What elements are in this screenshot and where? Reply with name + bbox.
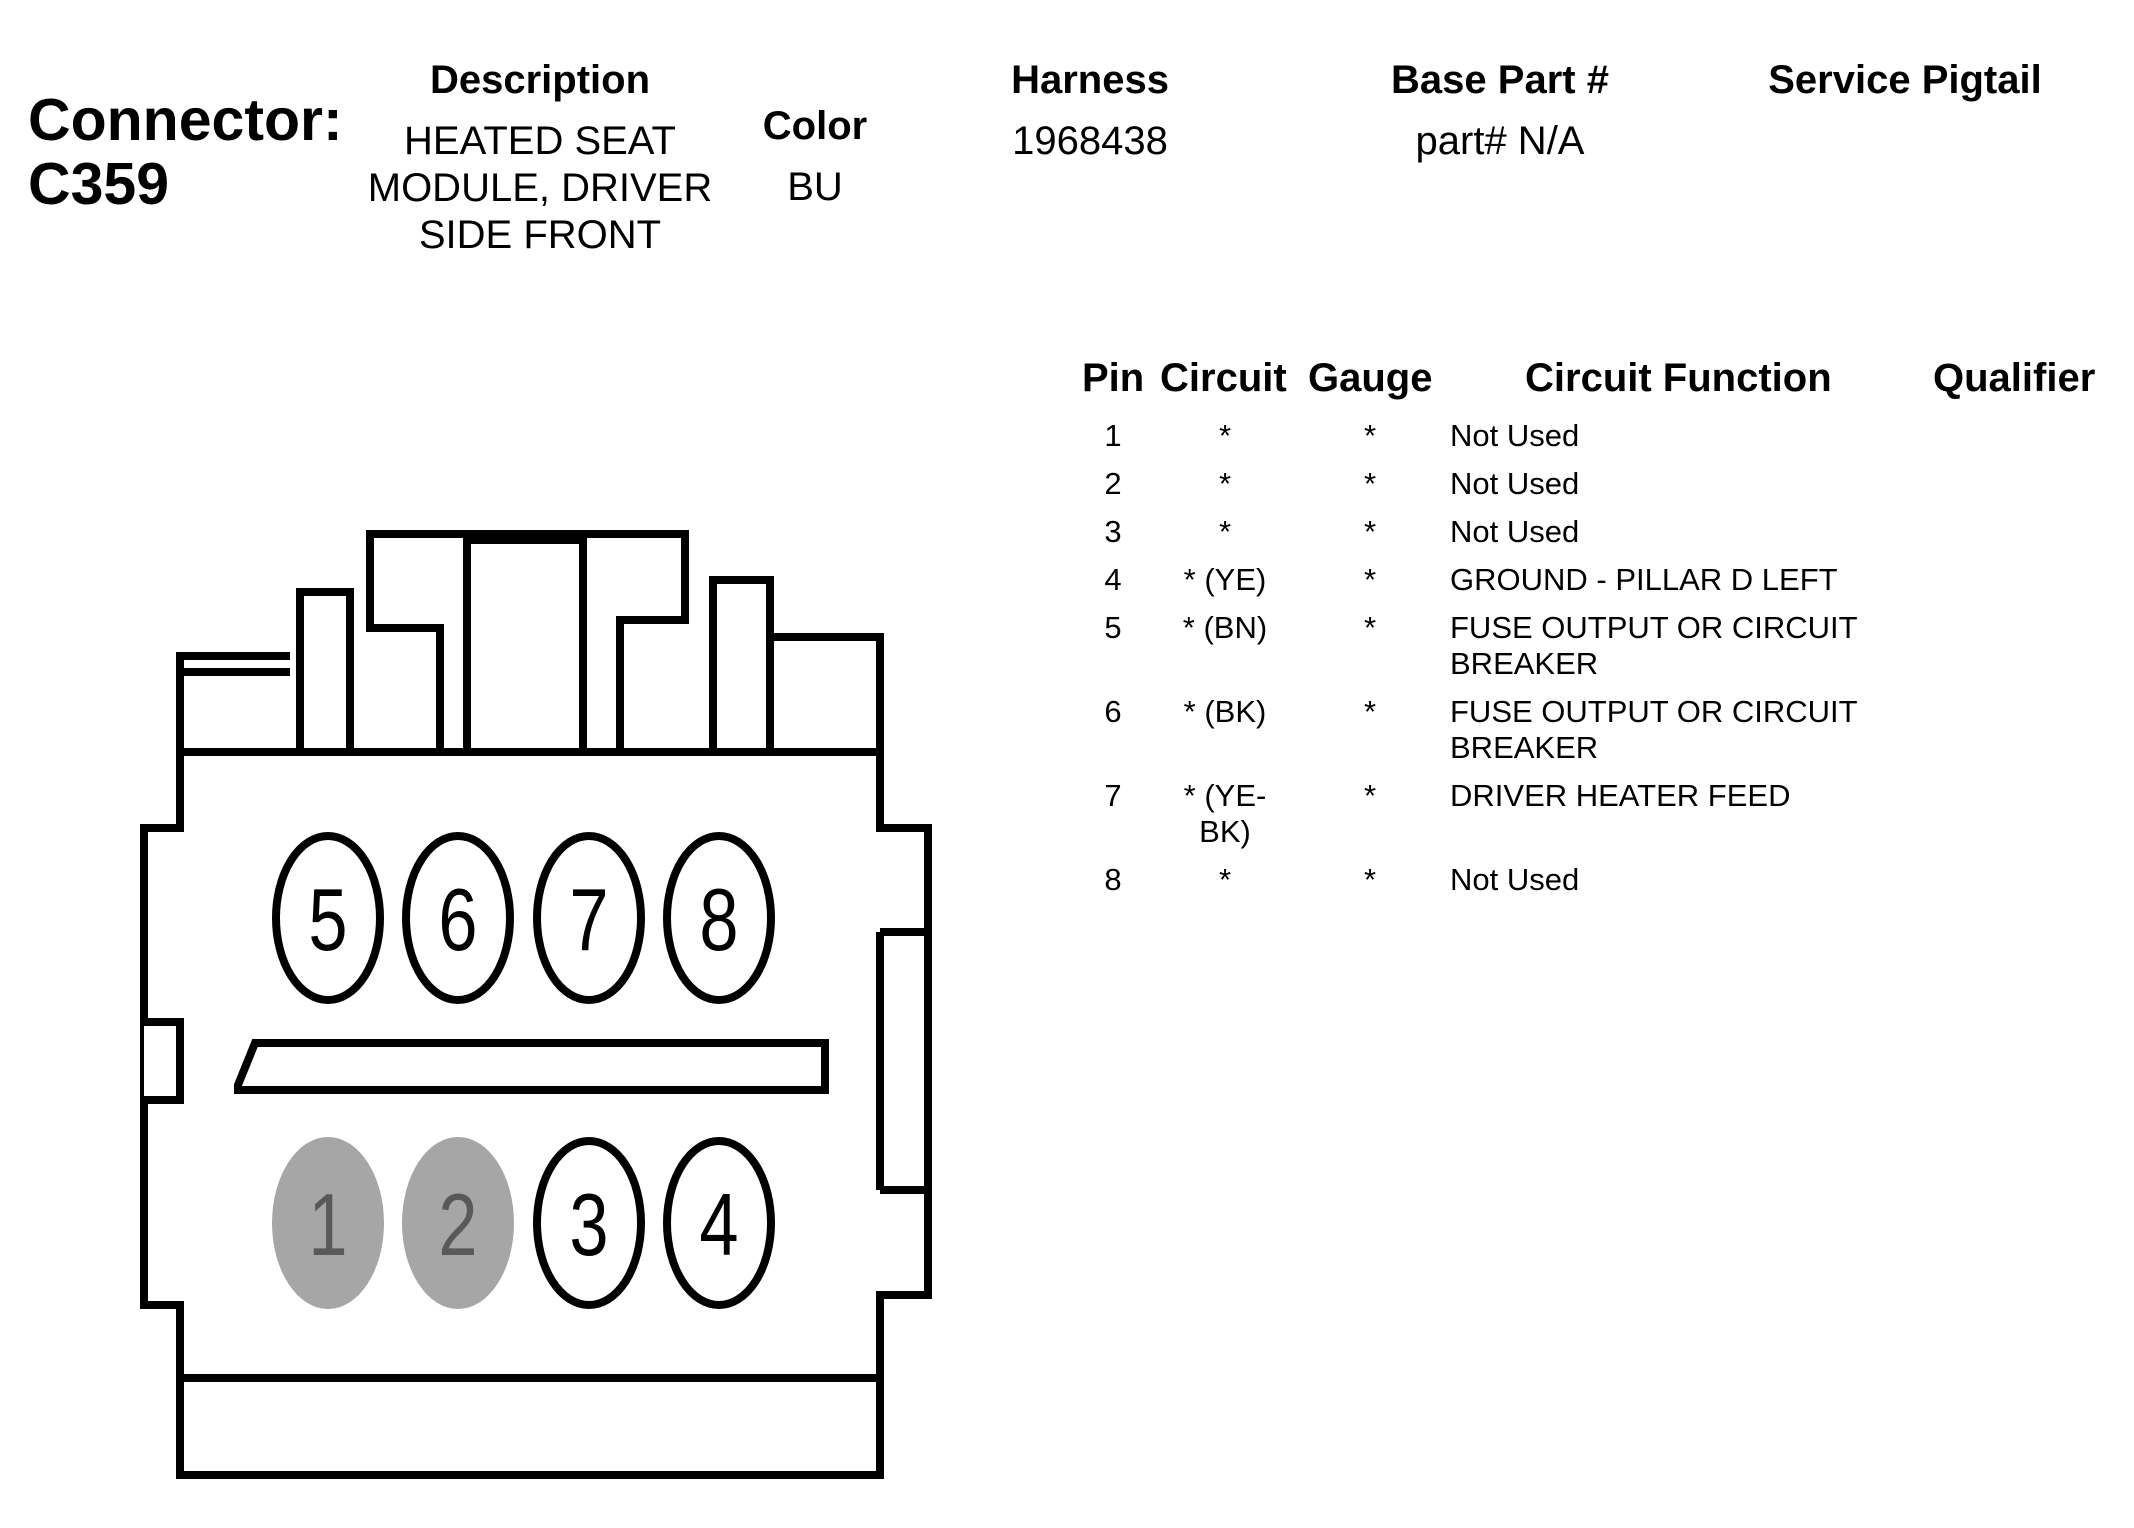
circuit: * (YE) bbox=[1183, 562, 1267, 597]
pin-number: 7 bbox=[1104, 778, 1122, 813]
circuit-function: Not Used bbox=[1450, 418, 1580, 453]
base-part-value: part# N/A bbox=[1415, 119, 1585, 163]
circuit-function: Not Used bbox=[1450, 862, 1580, 897]
circuit-function: DRIVER HEATER FEED bbox=[1450, 778, 1791, 813]
right-notch-upper bbox=[880, 824, 932, 936]
circuit: * (BN) bbox=[1182, 610, 1268, 645]
pin-cavity-6: 6 bbox=[402, 832, 514, 1004]
pin-label: 7 bbox=[569, 870, 608, 968]
description-header: Description bbox=[429, 58, 651, 102]
pin-cavity-2-unused: 2 bbox=[402, 1137, 514, 1309]
circuit-function: FUSE OUTPUT OR CIRCUIT BREAKER bbox=[1450, 610, 1930, 682]
pin-cavity-8: 8 bbox=[663, 832, 775, 1004]
circuit-function: Not Used bbox=[1450, 514, 1580, 549]
pin-number: 8 bbox=[1104, 862, 1122, 897]
circuit-function-line: FUSE OUTPUT OR CIRCUIT bbox=[1450, 610, 1858, 645]
pin-cavity-1-unused: 1 bbox=[272, 1137, 384, 1309]
tab-left bbox=[296, 588, 354, 756]
pin-cavity-7: 7 bbox=[533, 832, 645, 1004]
circuit-function: Not Used bbox=[1450, 466, 1580, 501]
base-part-header: Base Part # bbox=[1391, 58, 1609, 102]
description-line: HEATED SEAT bbox=[404, 119, 676, 163]
circuit: * bbox=[1218, 862, 1232, 897]
gauge: * bbox=[1363, 862, 1377, 897]
circuit-line: * (YE- bbox=[1183, 778, 1267, 813]
circuit-line: BK) bbox=[1199, 814, 1251, 849]
circuit-function: GROUND - PILLAR D LEFT bbox=[1450, 562, 1838, 597]
circuit: * (BK) bbox=[1183, 694, 1267, 729]
gauge: * bbox=[1363, 514, 1377, 549]
top-right-ledge bbox=[773, 633, 884, 752]
pin-cavities: 5 6 7 8 1 2 3 4 bbox=[272, 832, 775, 1309]
col-circuit-function: Circuit Function bbox=[1525, 356, 1832, 400]
connector-id: C359 bbox=[28, 151, 170, 217]
connector-label: Connector: bbox=[28, 87, 343, 153]
gauge: * bbox=[1363, 466, 1377, 501]
connector-title: Connector: C359 bbox=[28, 88, 343, 216]
col-circuit: Circuit bbox=[1160, 356, 1287, 400]
col-qualifier: Qualifier bbox=[1933, 356, 2096, 400]
pin-label: 5 bbox=[308, 870, 347, 968]
circuit-function-line: BREAKER bbox=[1450, 730, 1599, 765]
top-left-ledge bbox=[176, 652, 290, 752]
pin-cavity-5: 5 bbox=[272, 832, 384, 1004]
harness-header: Harness bbox=[1011, 58, 1169, 102]
service-pigtail-header: Service Pigtail bbox=[1768, 58, 2042, 102]
circuit-function-line: FUSE OUTPUT OR CIRCUIT bbox=[1450, 694, 1858, 729]
top-latch bbox=[366, 530, 689, 756]
circuit: * bbox=[1218, 418, 1232, 453]
col-gauge: Gauge bbox=[1308, 356, 1433, 400]
gauge: * bbox=[1363, 778, 1377, 813]
polarizing-rib bbox=[234, 1039, 829, 1094]
harness-value: 1968438 bbox=[1012, 119, 1168, 163]
gauge: * bbox=[1363, 562, 1377, 597]
description-value: HEATED SEAT MODULE, DRIVER SIDE FRONT bbox=[345, 118, 735, 259]
circuit-function: FUSE OUTPUT OR CIRCUIT BREAKER bbox=[1450, 694, 1930, 766]
pin-label: 8 bbox=[699, 870, 738, 968]
col-pin: Pin bbox=[1082, 356, 1145, 400]
pin-number: 4 bbox=[1104, 562, 1122, 597]
pin-label: 1 bbox=[308, 1175, 347, 1273]
pin-label: 3 bbox=[569, 1175, 608, 1273]
pin-label: 2 bbox=[438, 1175, 477, 1273]
description-line: MODULE, DRIVER bbox=[367, 166, 713, 210]
gauge: * bbox=[1363, 610, 1377, 645]
gauge: * bbox=[1363, 418, 1377, 453]
pin-cavity-3: 3 bbox=[533, 1137, 645, 1309]
gauge: * bbox=[1363, 694, 1377, 729]
pin-label: 6 bbox=[438, 870, 477, 968]
circuit: * (YE- BK) bbox=[1160, 778, 1290, 850]
pin-number: 6 bbox=[1104, 694, 1122, 729]
circuit: * bbox=[1218, 514, 1232, 549]
tab-right bbox=[709, 576, 774, 756]
pin-number: 3 bbox=[1104, 514, 1122, 549]
right-notch-lower bbox=[880, 1186, 932, 1299]
circuit-function-line: BREAKER bbox=[1450, 646, 1599, 681]
pin-number: 2 bbox=[1104, 466, 1122, 501]
left-notch bbox=[144, 1018, 184, 1104]
color-value: BU bbox=[787, 165, 843, 209]
description-line: SIDE FRONT bbox=[418, 213, 662, 257]
pin-label: 4 bbox=[699, 1175, 738, 1273]
circuit: * bbox=[1218, 466, 1232, 501]
pin-number: 1 bbox=[1104, 418, 1122, 453]
pin-cavity-4: 4 bbox=[663, 1137, 775, 1309]
color-header: Color bbox=[762, 104, 868, 148]
connector-base bbox=[176, 1374, 884, 1479]
pin-number: 5 bbox=[1104, 610, 1122, 645]
